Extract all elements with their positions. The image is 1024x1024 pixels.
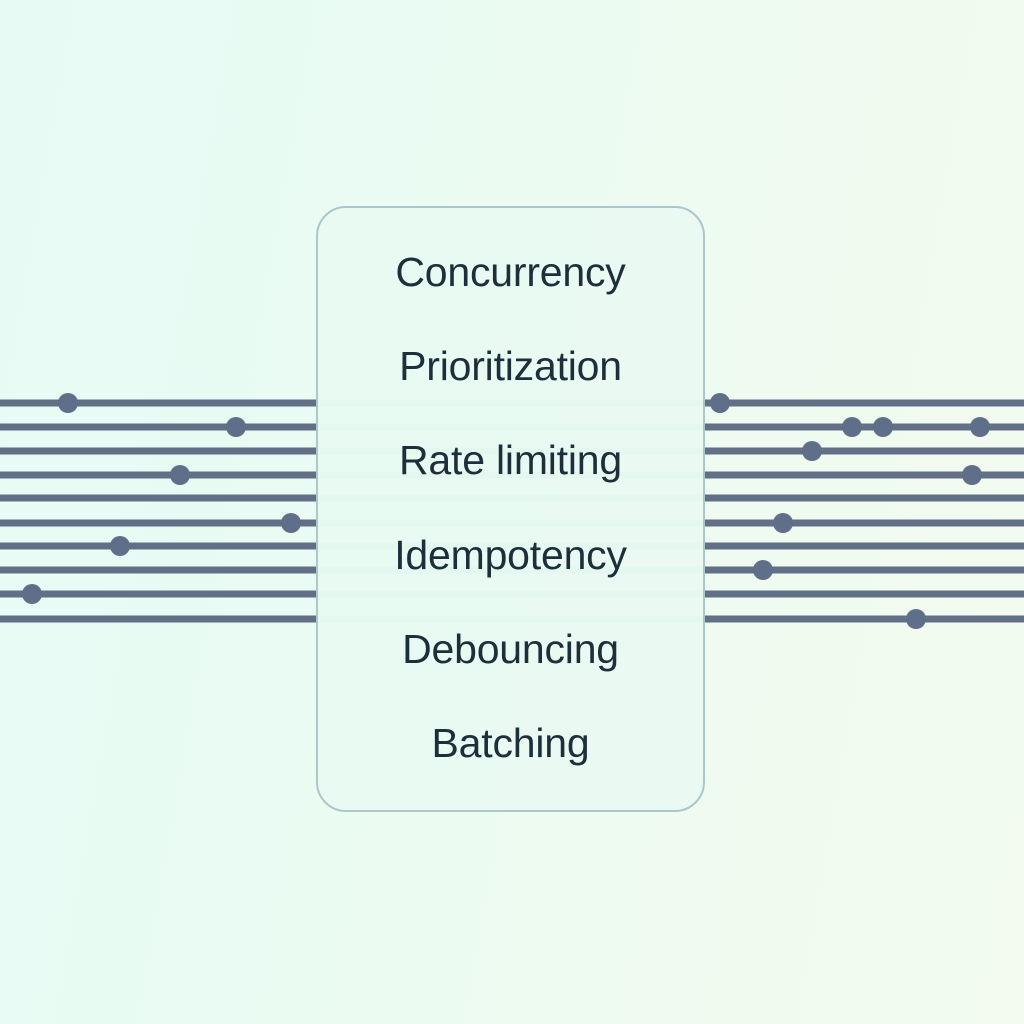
track-dot	[753, 560, 773, 580]
card-label-prioritization: Prioritization	[399, 343, 622, 390]
track-dot	[873, 417, 893, 437]
card-label-debouncing: Debouncing	[402, 625, 619, 672]
track-dot	[22, 584, 42, 604]
track-dot	[802, 441, 822, 461]
track-dot	[906, 609, 926, 629]
track-dot	[710, 393, 730, 413]
track-dot	[226, 417, 246, 437]
card-label-batching: Batching	[431, 719, 590, 766]
track-dot	[842, 417, 862, 437]
track-dot	[110, 536, 130, 556]
track-dot	[170, 465, 190, 485]
track-dot	[281, 513, 301, 533]
track-dot	[773, 513, 793, 533]
track-dot	[58, 393, 78, 413]
track-dot	[970, 417, 990, 437]
card-label-concurrency: Concurrency	[395, 249, 626, 295]
concepts-card: Concurrency Prioritization Rate limiting…	[316, 206, 705, 812]
card-label-rate-limiting: Rate limiting	[399, 437, 622, 484]
card-label-idempotency: Idempotency	[394, 531, 627, 578]
track-dot	[962, 465, 982, 485]
